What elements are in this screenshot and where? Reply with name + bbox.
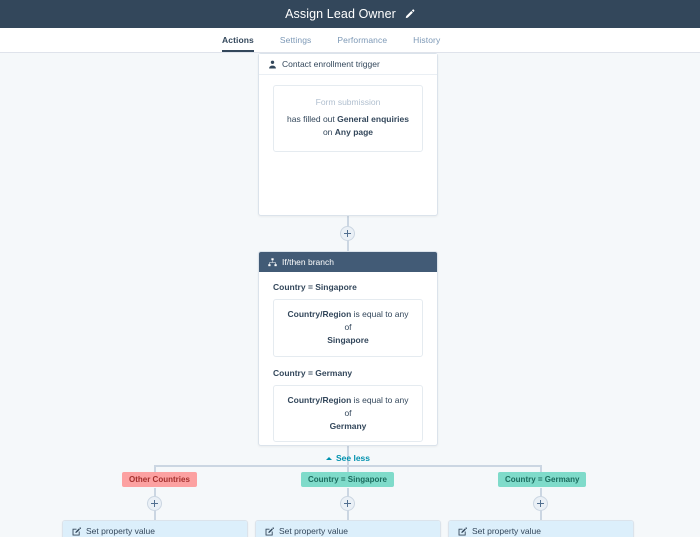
action-card-header-2: Set property value — [256, 521, 440, 537]
connector-line — [347, 446, 349, 466]
trigger-card-body: Form submission has filled out General e… — [259, 75, 437, 166]
see-less-label: See less — [335, 453, 371, 464]
tab-bar: Actions Settings Performance History — [0, 28, 700, 53]
connector-line — [540, 465, 542, 473]
branch-condition-text-2: Country/Region is equal to any of German… — [284, 394, 412, 434]
tab-history[interactable]: History — [413, 35, 441, 45]
tab-performance[interactable]: Performance — [337, 35, 388, 45]
branch-value-1: Singapore — [327, 335, 369, 346]
connector-line — [154, 465, 156, 473]
branch-card-title: If/then branch — [282, 257, 334, 267]
trigger-text-middle: on — [322, 127, 335, 138]
page-title: Assign Lead Owner — [285, 7, 396, 21]
pencil-icon[interactable] — [404, 8, 415, 20]
branch-card-header: If/then branch — [259, 252, 437, 272]
branch-value-2: Germany — [329, 420, 367, 431]
action-card-header-3: Set property value — [449, 521, 633, 537]
action-card-set-property-1[interactable]: Set property value Set contact property … — [62, 520, 248, 537]
branch-condition-label-1: Country = Singapore — [273, 282, 357, 292]
branch-badge-singapore[interactable]: Country = Singapore — [301, 472, 394, 487]
action-card-set-property-3[interactable]: Set property value Set contact property … — [448, 520, 634, 537]
branch-badge-other-countries[interactable]: Other Countries — [122, 472, 197, 487]
trigger-card-title: Contact enrollment trigger — [282, 59, 380, 69]
branch-condition-text-1: Country/Region is equal to any of Singap… — [284, 308, 412, 348]
trigger-condition-text: has filled out General enquiries on Any … — [286, 113, 410, 139]
branch-property-1: Country/Region — [287, 309, 352, 319]
branch-card-body: Country = Singapore Country/Region is eq… — [259, 272, 437, 473]
add-step-button-3[interactable] — [340, 496, 355, 511]
trigger-card-header: Contact enrollment trigger — [259, 54, 437, 75]
contact-person-icon — [268, 60, 277, 69]
workflow-canvas: Contact enrollment trigger Form submissi… — [0, 53, 700, 537]
see-less-toggle[interactable]: See less — [273, 453, 423, 463]
branch-sitemap-icon — [268, 257, 277, 267]
action-card-header-1: Set property value — [63, 521, 247, 537]
action-card-title-2: Set property value — [279, 526, 348, 536]
enrollment-trigger-card[interactable]: Contact enrollment trigger Form submissi… — [258, 53, 438, 216]
action-card-title-3: Set property value — [472, 526, 541, 536]
edit-square-icon — [458, 526, 467, 536]
action-card-title-1: Set property value — [86, 526, 155, 536]
branch-operator-1: is equal to any of — [344, 309, 409, 333]
add-step-button-4[interactable] — [533, 496, 548, 511]
action-card-set-property-2[interactable]: Set property value Set contact property … — [255, 520, 441, 537]
trigger-text-prefix: has filled out — [287, 114, 338, 124]
connector-line — [347, 465, 349, 473]
trigger-form-name: General enquiries — [337, 114, 409, 124]
edit-square-icon — [265, 526, 274, 536]
branch-property-2: Country/Region — [287, 394, 352, 405]
tab-actions[interactable]: Actions — [222, 35, 254, 52]
chevron-up-icon — [325, 456, 332, 460]
branch-condition-label-2: Country = Germany — [273, 367, 353, 378]
add-step-button-1[interactable] — [340, 226, 355, 241]
branch-condition-box-1: Country/Region is equal to any of Singap… — [273, 299, 423, 357]
trigger-condition-box: Form submission has filled out General e… — [273, 85, 423, 153]
tab-settings[interactable]: Settings — [279, 35, 312, 45]
branch-condition-box-2: Country/Region is equal to any of German… — [273, 384, 423, 443]
edit-square-icon — [72, 526, 81, 536]
trigger-page-name: Any page — [334, 127, 374, 138]
branch-operator-2: is equal to any of — [344, 394, 409, 418]
branch-badge-germany[interactable]: Country = Germany — [498, 472, 587, 487]
if-then-branch-card[interactable]: If/then branch Country = Singapore Count… — [258, 251, 438, 463]
add-step-button-2[interactable] — [147, 496, 162, 511]
trigger-type-label: Form submission — [315, 97, 381, 107]
app-header: Assign Lead Owner — [0, 0, 700, 28]
